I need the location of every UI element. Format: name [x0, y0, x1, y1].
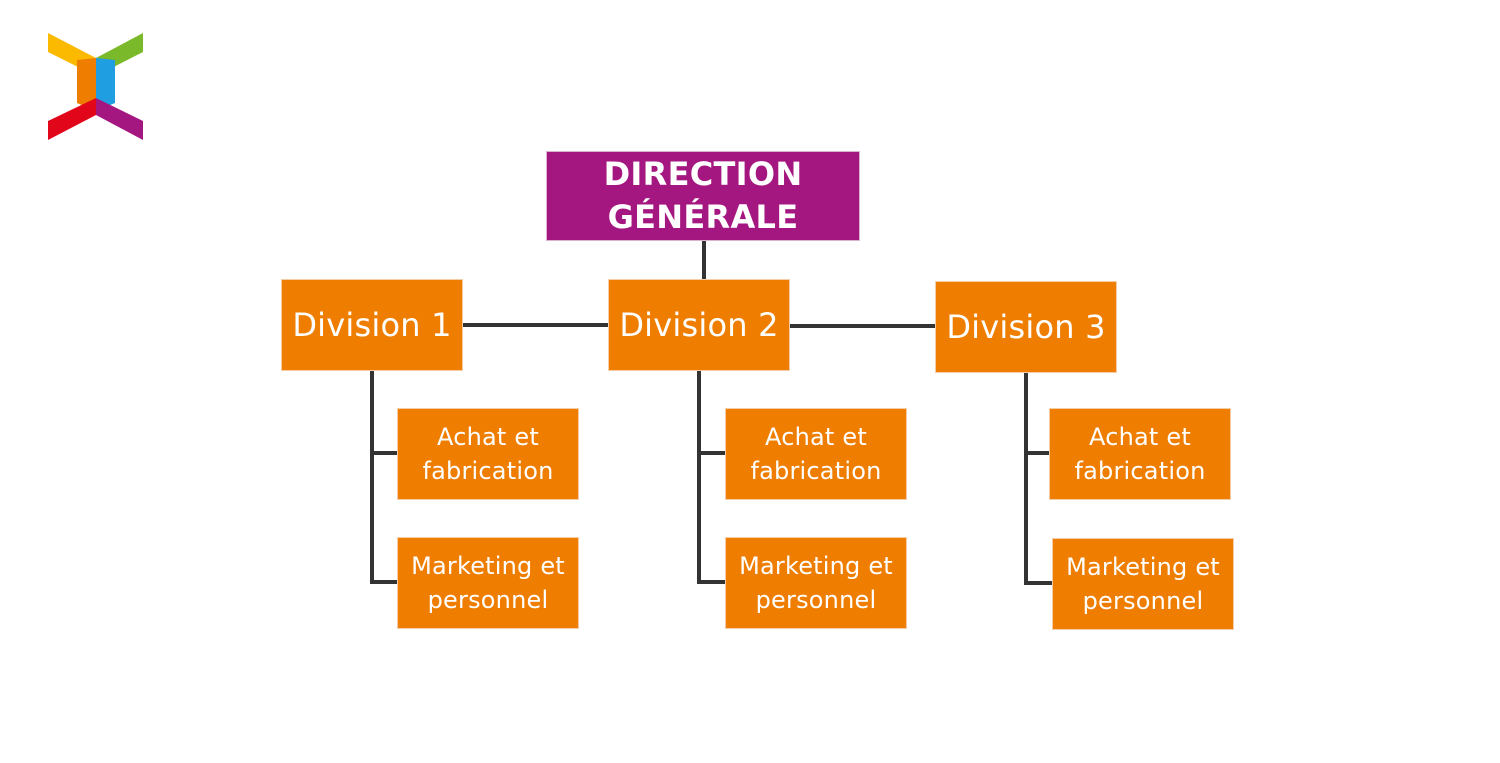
department-label-line2: personnel	[427, 586, 549, 614]
department-label-line2: fabrication	[1074, 457, 1206, 485]
division-3-marketing-personnel-node: Marketing et personnel	[1052, 538, 1234, 630]
division-3-branch	[1024, 373, 1052, 585]
division-3-node: Division 3	[935, 281, 1117, 373]
division-3-label: Division 3	[946, 308, 1106, 346]
division-2-achat-fabrication-node: Achat et fabrication	[725, 408, 907, 500]
department-label-line1: Marketing et	[411, 552, 565, 580]
division-2-branch	[697, 371, 725, 584]
division-1-marketing-personnel-node: Marketing et personnel	[397, 537, 579, 629]
department-label-line1: Marketing et	[739, 552, 893, 580]
division-2-label: Division 2	[619, 306, 779, 344]
division-3-achat-fabrication-node: Achat et fabrication	[1049, 408, 1231, 500]
division-1-achat-fabrication-node: Achat et fabrication	[397, 408, 579, 500]
department-label-line1: Achat et	[437, 423, 539, 451]
logo-orange-segment	[77, 58, 96, 111]
department-label-line1: Achat et	[765, 423, 867, 451]
division-1-node: Division 1	[281, 279, 463, 371]
logo-purple-segment	[96, 98, 143, 140]
department-label-line1: Achat et	[1089, 423, 1191, 451]
root-label-line1: DIRECTION	[603, 155, 803, 193]
department-label-line2: fabrication	[750, 457, 882, 485]
department-label-line1: Marketing et	[1066, 553, 1220, 581]
department-label-line2: personnel	[755, 586, 877, 614]
division-2-node: Division 2	[608, 279, 790, 371]
division-2-marketing-personnel-node: Marketing et personnel	[725, 537, 907, 629]
direction-generale-node: DIRECTION GÉNÉRALE	[546, 151, 860, 241]
brand-x-icon	[48, 33, 143, 140]
root-label-line2: GÉNÉRALE	[607, 198, 799, 236]
logo-blue-segment	[96, 58, 115, 111]
department-label-line2: fabrication	[422, 457, 554, 485]
logo-red-segment	[48, 98, 96, 140]
division-1-label: Division 1	[292, 306, 452, 344]
department-label-line2: personnel	[1082, 587, 1204, 615]
division-1-branch	[370, 371, 397, 584]
